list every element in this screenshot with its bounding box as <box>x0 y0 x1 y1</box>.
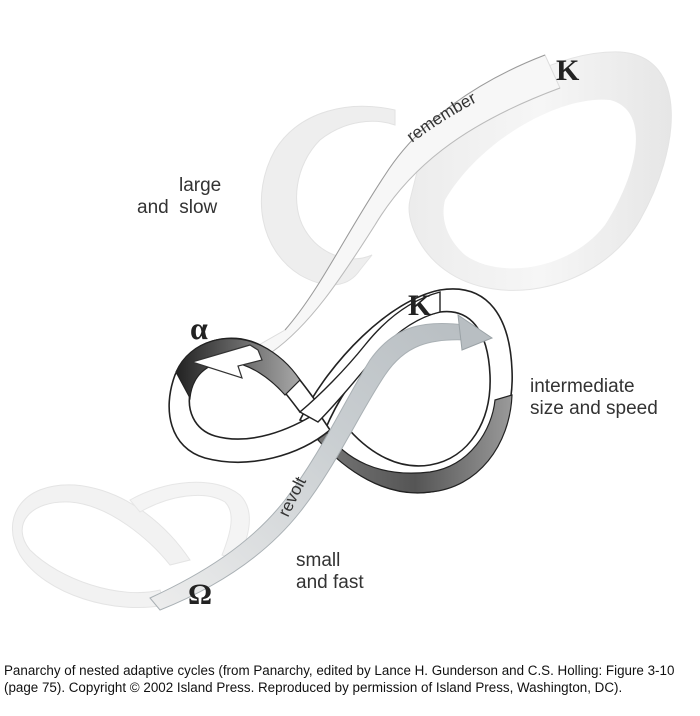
alpha-symbol: α <box>190 310 208 346</box>
intermediate-crossing <box>298 291 441 423</box>
large-slow-line2: and slow <box>137 197 218 218</box>
omega-symbol: Ω <box>188 578 213 611</box>
intermediate-line1: intermediate <box>530 376 635 397</box>
k-intermediate-symbol: K <box>408 289 432 322</box>
small-fast-cycle <box>11 481 250 608</box>
revolt-arrow-head <box>457 313 494 351</box>
figure-caption: Panarchy of nested adaptive cycles (from… <box>4 663 675 695</box>
large-slow-line1: large <box>179 175 222 196</box>
remember-ribbon-edge <box>284 54 546 331</box>
intermediate-line2: size and speed <box>530 398 658 419</box>
small-fast-line1: small <box>296 550 341 571</box>
large-slow-label: large and slow <box>137 175 221 219</box>
intermediate-right-loop-shade <box>317 394 513 494</box>
large-cycle-right-inner <box>443 99 636 269</box>
small-fast-label: small and fast <box>296 550 364 594</box>
k-large-symbol: K <box>556 54 580 87</box>
remember-ribbon-edge-lower <box>271 87 561 353</box>
large-slow-cycle <box>248 51 672 353</box>
panarchy-diagram: remember revolt <box>11 51 672 611</box>
large-cycle-left-loop <box>260 105 396 286</box>
remember-arrow-head <box>189 344 263 379</box>
small-cycle-loop <box>11 484 191 608</box>
intermediate-label: intermediate size and speed <box>530 376 658 420</box>
small-fast-line2: and fast <box>296 572 364 593</box>
revolt-arrow <box>149 313 494 611</box>
intermediate-cycle <box>168 288 513 494</box>
